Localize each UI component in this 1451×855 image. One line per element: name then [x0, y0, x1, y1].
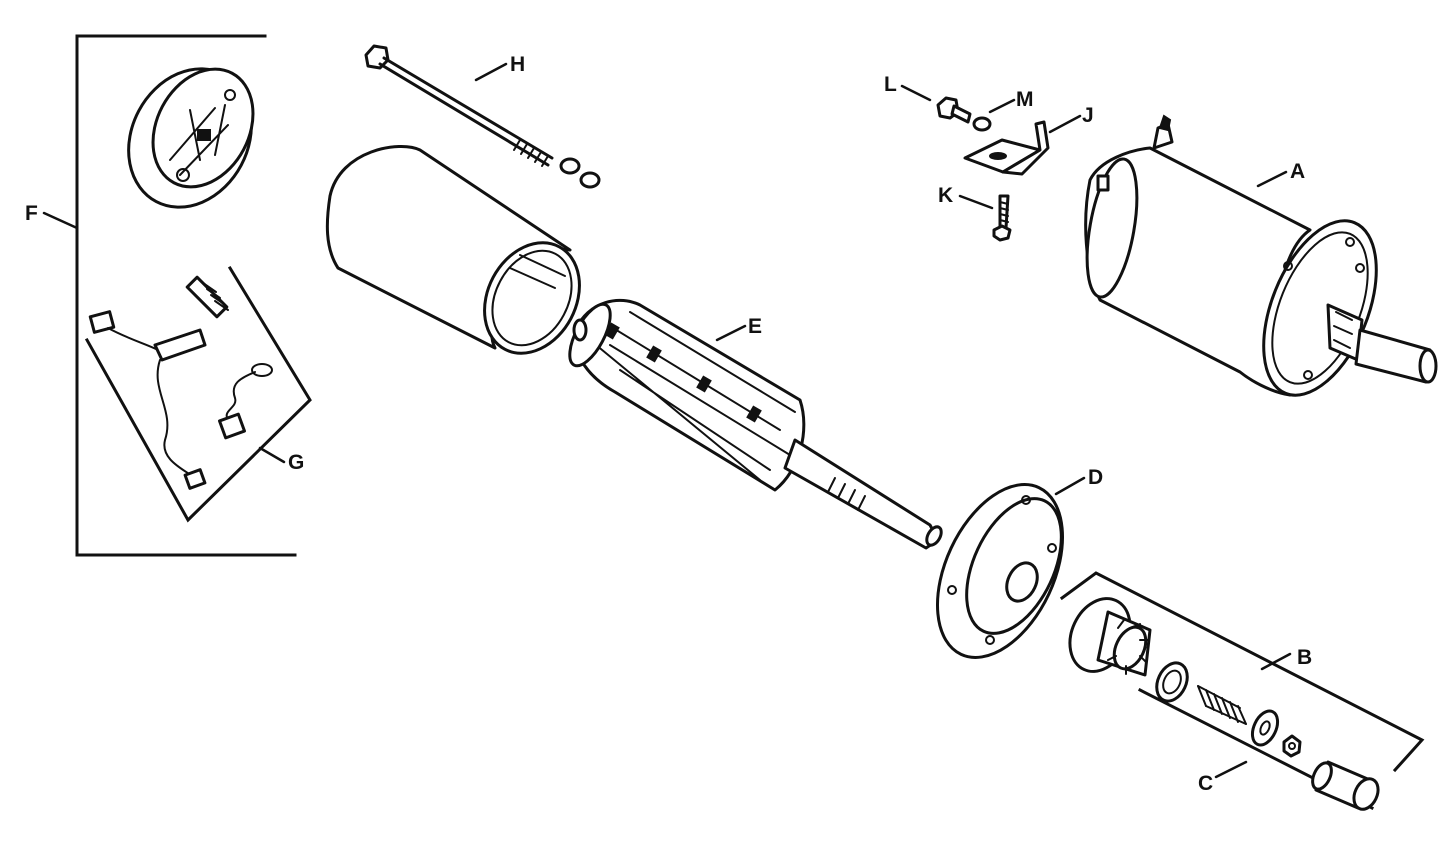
- callout-labels: A B C D E F G H J K L M: [25, 53, 1312, 795]
- drive-pinion-gear: [1068, 597, 1152, 677]
- field-frame-sleeve: [325, 145, 581, 355]
- lock-washer: [972, 98, 1016, 132]
- callout-c: C: [1198, 772, 1213, 795]
- bracket-bolt: [900, 84, 972, 124]
- anti-drift-spring: [1197, 685, 1247, 725]
- mounting-bracket: [963, 114, 1082, 176]
- callout-b: B: [1297, 646, 1312, 669]
- end-cap-brush-holder: [127, 67, 255, 209]
- callout-f: F: [25, 202, 38, 225]
- callout-l: L: [884, 73, 897, 96]
- through-bolt: [364, 44, 601, 189]
- bracket-screw: [958, 194, 1012, 242]
- callout-g: G: [288, 451, 304, 474]
- drive-end-plate: [935, 476, 1086, 659]
- brush-with-terminal: [218, 363, 273, 440]
- group-f-bracket: [42, 34, 297, 557]
- dust-cover-cap: [1214, 760, 1380, 811]
- group-g-frame: [84, 265, 312, 523]
- lock-nut: [1282, 734, 1302, 758]
- armature: [568, 298, 943, 550]
- drive-sleeve-collar: [1155, 661, 1189, 703]
- callout-a: A: [1290, 160, 1305, 183]
- callout-k: K: [938, 184, 953, 207]
- brush-lead-with-stud: [88, 310, 207, 490]
- callout-m: M: [1016, 88, 1034, 111]
- brush-spring: [185, 275, 229, 319]
- callout-j: J: [1082, 104, 1094, 127]
- assembled-starter-motor: [1084, 114, 1438, 397]
- callout-h: H: [510, 53, 525, 76]
- thrust-washer: [1250, 709, 1280, 747]
- callout-e: E: [748, 315, 762, 338]
- callout-d: D: [1088, 466, 1103, 489]
